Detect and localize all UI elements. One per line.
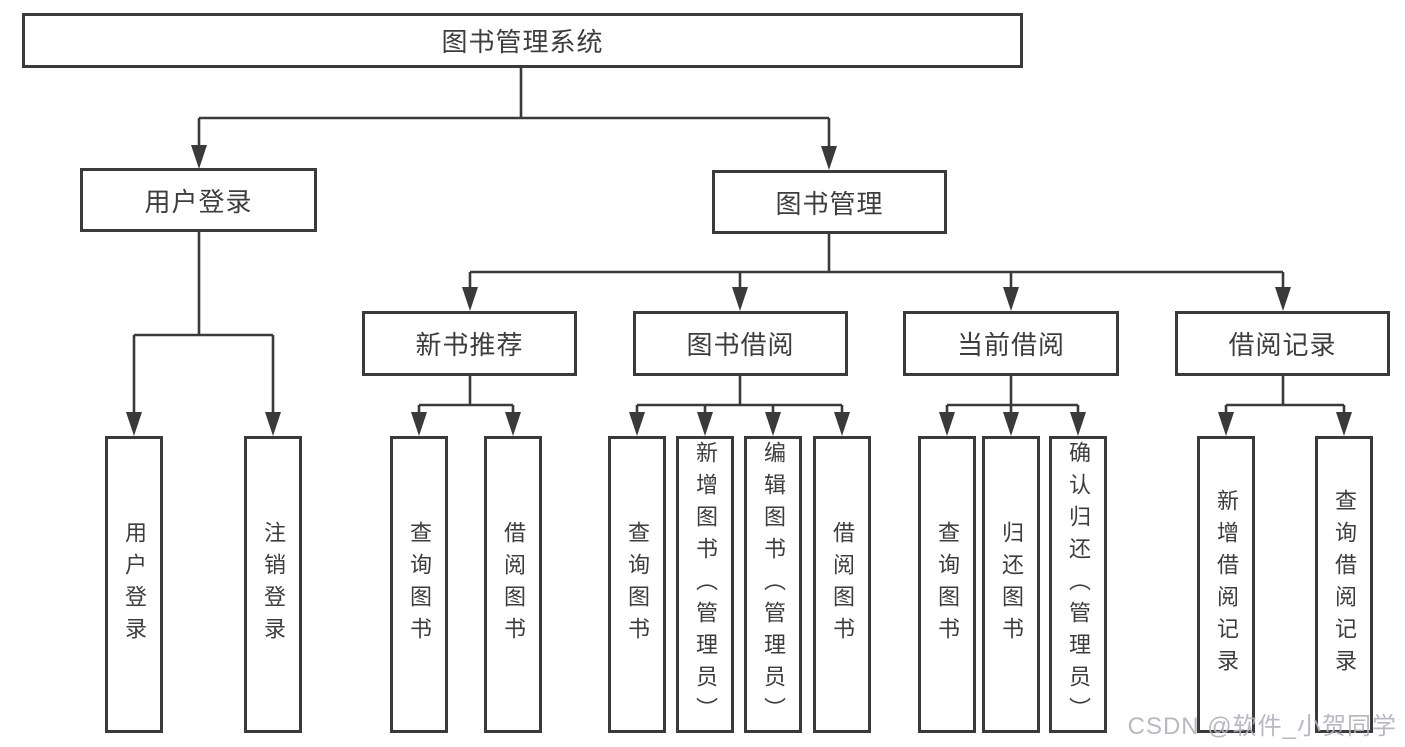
leaf-cb-return-books: 归还图书 [982, 436, 1040, 733]
leaf-cb-confirm-return-admin: 确认归还（管理员） [1049, 436, 1107, 733]
book-borrow-node: 图书借阅 [633, 311, 848, 376]
new-book-recommend-node: 新书推荐 [362, 311, 577, 376]
leaf-user-login: 用户登录 [105, 436, 163, 733]
current-borrow-node: 当前借阅 [903, 311, 1119, 376]
leaf-bb-edit-books-admin: 编辑图书（管理员） [744, 436, 802, 733]
leaf-bb-query-books: 查询图书 [608, 436, 666, 733]
user-login-node: 用户登录 [80, 168, 317, 232]
leaf-bb-borrow-books: 借阅图书 [813, 436, 871, 733]
leaf-nb-query-books: 查询图书 [390, 436, 448, 733]
leaf-nb-borrow-books: 借阅图书 [484, 436, 542, 733]
leaf-br-add-record: 新增借阅记录 [1197, 436, 1255, 733]
watermark: CSDN @软件_小贺同学 [1127, 713, 1397, 740]
system-root-node: 图书管理系统 [22, 13, 1023, 68]
leaf-cb-query-books: 查询图书 [918, 436, 976, 733]
book-mgmt-node: 图书管理 [712, 170, 947, 234]
leaf-br-query-record: 查询借阅记录 [1315, 436, 1373, 733]
leaf-bb-add-books-admin: 新增图书（管理员） [676, 436, 734, 733]
borrow-record-node: 借阅记录 [1175, 311, 1390, 376]
arrowheads [126, 145, 1352, 436]
leaf-logout: 注销登录 [244, 436, 302, 733]
